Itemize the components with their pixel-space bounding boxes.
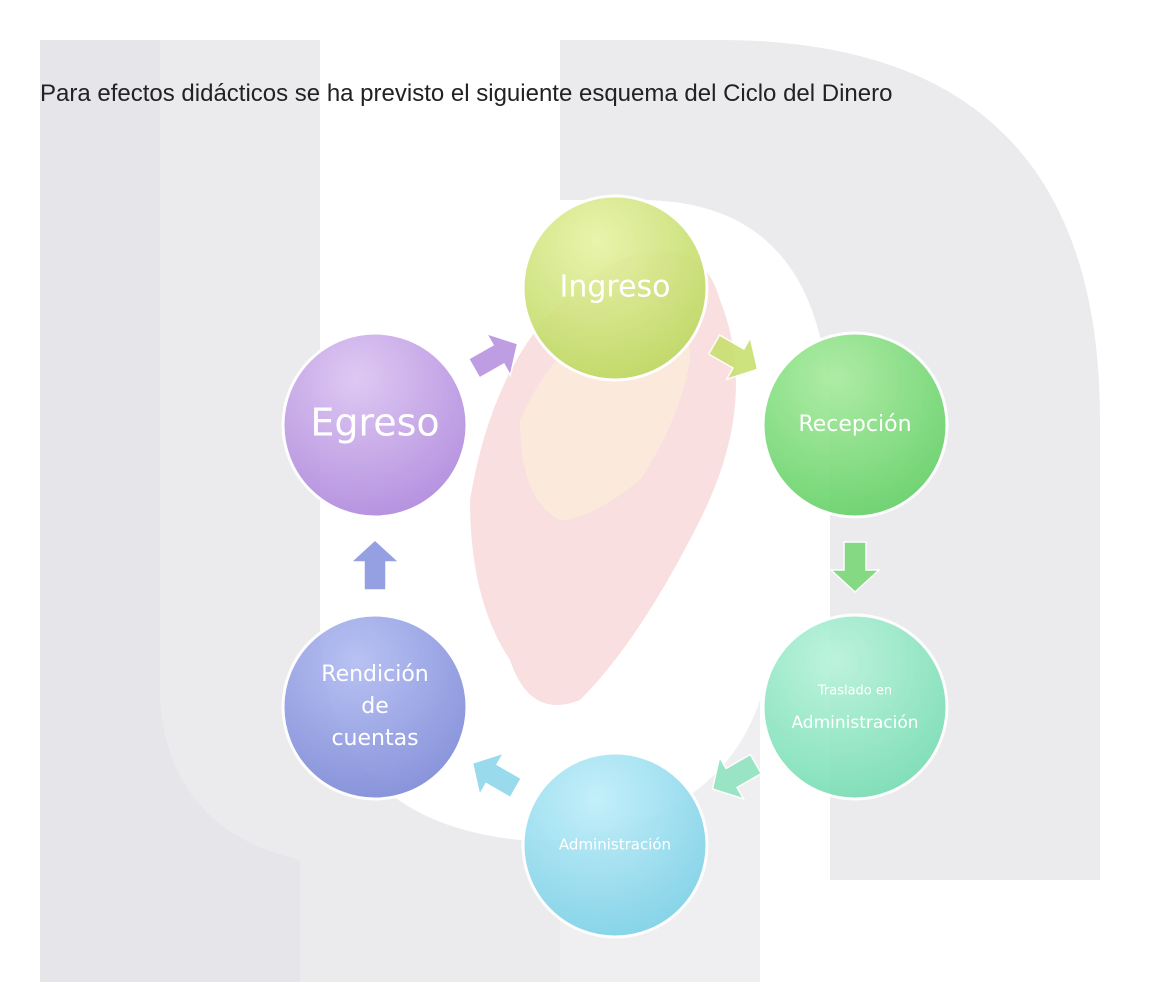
node-label-administracion-0: Administración [559, 836, 671, 854]
node-label-traslado-1: Administración [791, 713, 918, 733]
arrow-traslado-to-administracion [711, 753, 763, 801]
node-label-rendicion-1: de [361, 694, 389, 719]
node-circle-rendicion [281, 613, 469, 801]
node-label-traslado-0: Traslado en [817, 684, 892, 699]
node-administracion: Administración [521, 751, 709, 939]
node-rendicion: Rendición de cuentas [281, 613, 469, 801]
node-recepcion: Recepción [761, 331, 949, 519]
arrow-egreso-to-ingreso [467, 332, 519, 379]
node-circle-ingreso [521, 194, 709, 382]
arrows-layer [349, 332, 881, 801]
intro-text: Para efectos didácticos se ha previsto e… [40, 80, 893, 107]
node-label-egreso-0: Egreso [310, 401, 439, 445]
node-label-recepcion-0: Recepción [798, 412, 911, 437]
node-circle-egreso [281, 331, 469, 519]
node-traslado: Traslado en Administración [761, 613, 949, 801]
node-label-rendicion-0: Rendición [321, 662, 428, 687]
arrow-administracion-to-rendicion [471, 751, 523, 799]
node-ingreso: Ingreso [521, 194, 709, 382]
arrow-rendicion-to-egreso [349, 538, 401, 591]
node-label-ingreso-0: Ingreso [559, 270, 670, 305]
node-circle-traslado [761, 613, 949, 801]
arrow-ingreso-to-recepcion [707, 334, 759, 381]
arrow-recepcion-to-traslado [829, 541, 881, 594]
node-egreso: Egreso [281, 331, 469, 519]
node-circle-administracion [521, 751, 709, 939]
node-circle-recepcion [761, 331, 949, 519]
node-label-rendicion-2: cuentas [331, 726, 418, 751]
